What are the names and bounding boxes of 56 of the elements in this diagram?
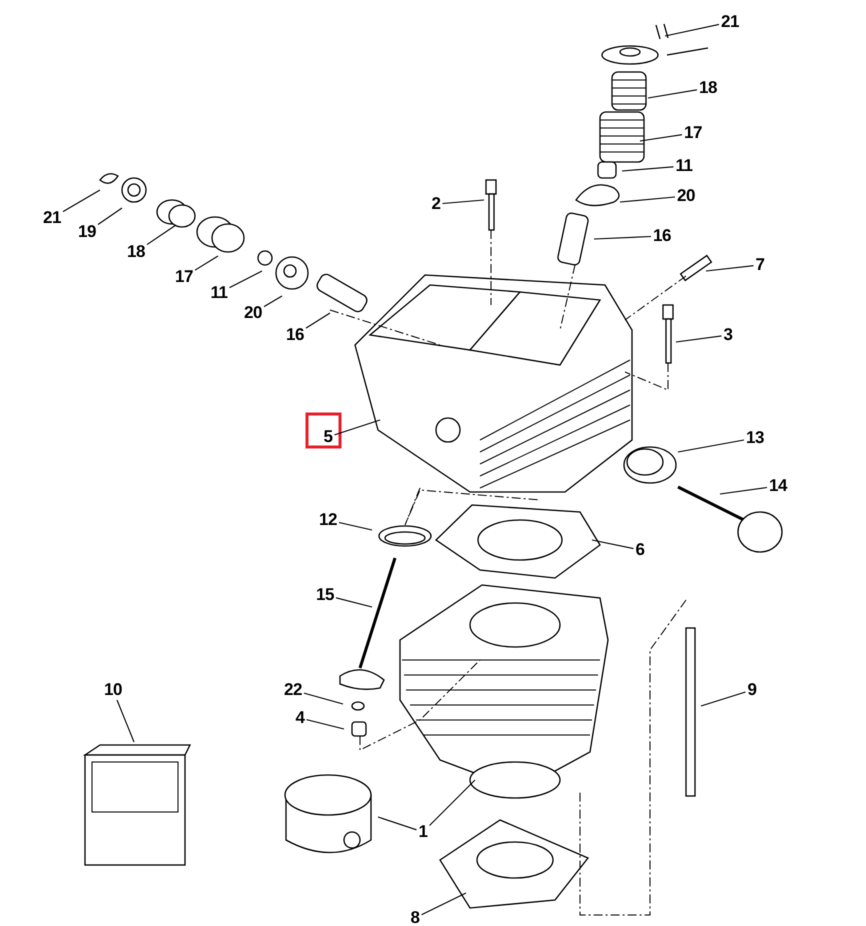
callout-number: 21	[721, 13, 739, 31]
callout-number: 5	[324, 428, 332, 446]
callout-number: 13	[746, 429, 764, 447]
leader-line	[304, 692, 344, 705]
leader-line	[306, 719, 344, 730]
leader-line	[640, 134, 682, 142]
callout-number: 15	[316, 586, 334, 604]
callout-number: 12	[319, 511, 337, 529]
callout-number: 18	[699, 79, 717, 97]
leader-line	[194, 256, 218, 271]
leader-line	[700, 691, 746, 707]
leader-line	[264, 296, 282, 308]
leader-line	[116, 700, 134, 742]
callout-number: 10	[104, 681, 122, 699]
leader-line	[98, 208, 122, 225]
leader-line	[678, 439, 744, 453]
leader-line	[336, 597, 372, 608]
callout-number: 17	[684, 124, 702, 142]
callout-number: 19	[78, 223, 96, 241]
callout-number: 4	[296, 709, 304, 727]
leader-line	[378, 816, 417, 830]
leader-line	[229, 270, 262, 288]
callout-number: 7	[756, 256, 764, 274]
leader-line	[146, 224, 176, 246]
callout-number: 22	[284, 681, 302, 699]
leader-line	[664, 24, 720, 37]
callout-number: 14	[769, 477, 787, 495]
callout-number: 8	[410, 909, 420, 926]
leader-line	[592, 539, 634, 550]
callout-number: 3	[724, 326, 732, 344]
callout-number: 11	[210, 284, 228, 302]
callout-number: 20	[677, 187, 695, 205]
leader-line	[594, 236, 652, 240]
leader-line	[648, 89, 698, 99]
callout-number: 17	[175, 268, 193, 286]
callout-number: 16	[653, 227, 671, 245]
callout-number: 11	[676, 157, 692, 175]
leader-line	[421, 892, 466, 916]
callout-number: 21	[43, 209, 61, 227]
callout-number: 1	[418, 823, 428, 841]
leader-line	[62, 190, 100, 212]
leader-line	[720, 486, 768, 495]
callout-number: 9	[748, 681, 756, 699]
callout-number: 2	[432, 195, 440, 213]
leader-line	[622, 166, 674, 172]
leader-line	[306, 312, 330, 329]
callout-number: 16	[286, 326, 304, 344]
callout-number: 18	[127, 243, 145, 261]
leader-line	[706, 265, 754, 272]
leader-line	[442, 199, 484, 204]
leader-line	[620, 196, 676, 203]
leader-line	[676, 335, 722, 343]
leader-line	[429, 780, 476, 826]
callout-number: 6	[636, 541, 644, 559]
callout-number: 20	[244, 304, 262, 322]
leader-line	[338, 522, 372, 531]
